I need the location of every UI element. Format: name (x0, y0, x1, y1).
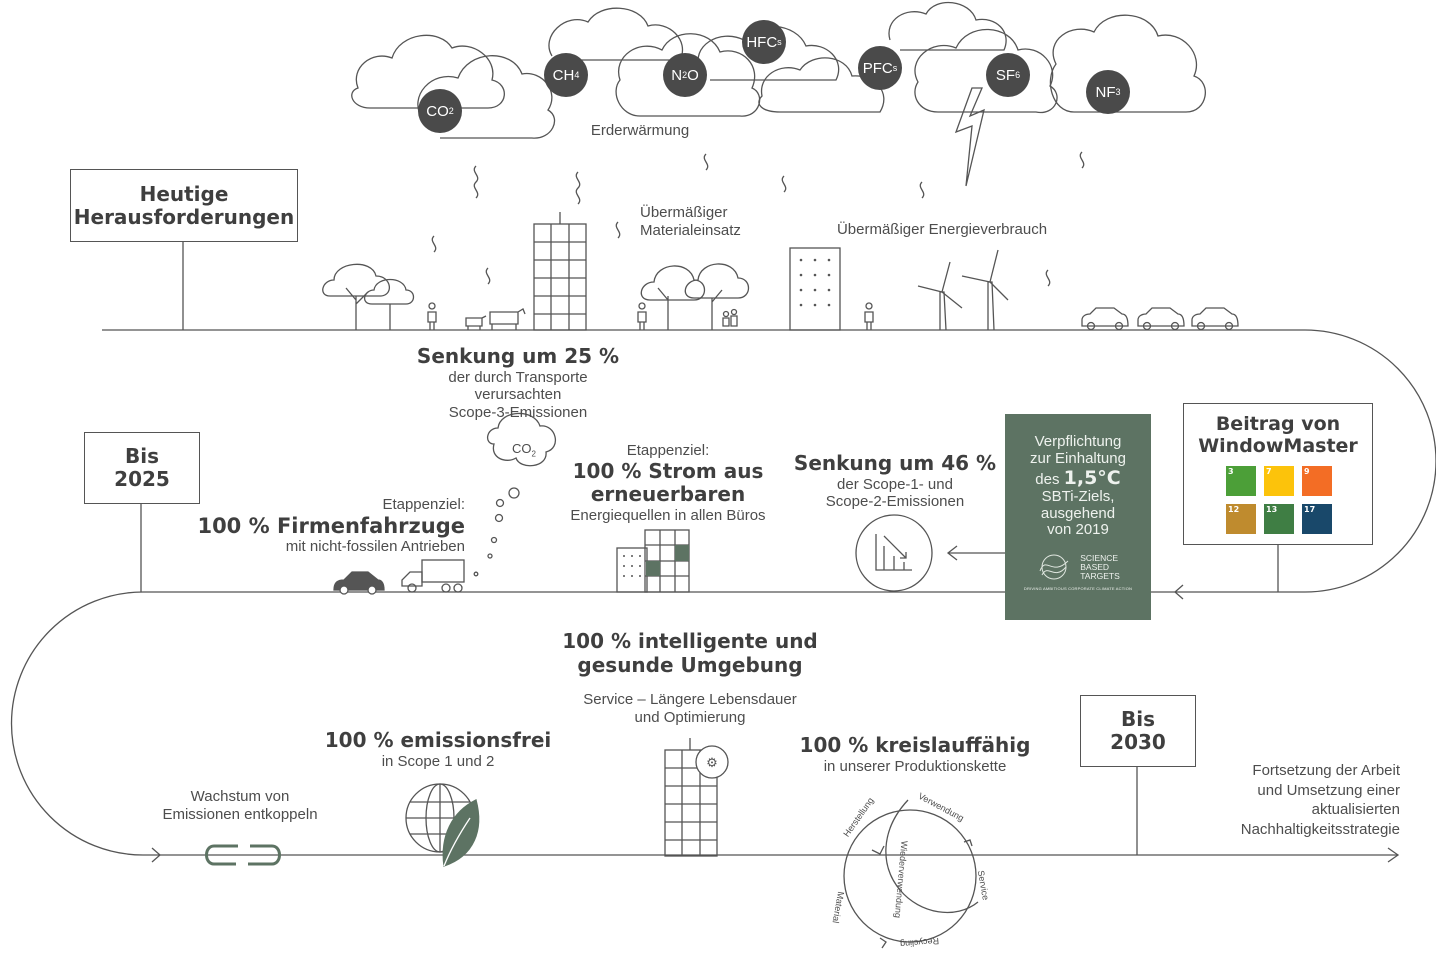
steam-icons (431, 151, 1085, 287)
continue-strategy-label: Fortsetzung der Arbeit und Umsetzung ein… (1240, 762, 1400, 838)
sdg-tile-3: 3 (1226, 466, 1256, 496)
sdg-tile-number: 3 (1228, 467, 1234, 476)
scope12-target: Senkung um 46 % der Scope-1- und Scope-2… (790, 451, 1000, 511)
gear-icon (695, 745, 729, 779)
cloud-icon (351, 1, 1206, 139)
today-box-line1: Heutige (139, 181, 229, 206)
fleet-headline: 100 % Firmenfahrzuge (197, 513, 465, 538)
sdg-tile-number: 9 (1304, 467, 1310, 476)
transport-headline: Senkung um 25 % (416, 344, 620, 368)
global-warming-label: Erderwärmung (590, 122, 690, 139)
start-arrow-icon (151, 847, 161, 863)
smart-environment-target: 100 % intelligente und gesunde Umgebung … (562, 629, 818, 726)
sdg-tile-number: 7 (1266, 467, 1272, 476)
co2-cloud-icon (487, 412, 556, 467)
sbti-commitment-panel: Verpflichtung zur Einhaltung des 1,5°C S… (1005, 414, 1151, 620)
scope12-headline: Senkung um 46 % (793, 451, 997, 475)
car-icons (1081, 307, 1239, 331)
end-arrow-icon (1387, 847, 1400, 863)
emission-free-target: 100 % emissionsfrei in Scope 1 und 2 (318, 728, 558, 770)
sbti-tagline: DRIVING AMBITIOUS CORPORATE CLIMATE ACTI… (1023, 586, 1133, 592)
sbti-logo: SCIENCE BASED TARGETS (1005, 553, 1151, 581)
sdg-tile-9: 9 (1302, 466, 1332, 496)
circular-target: 100 % kreislauffähig in unserer Produkti… (790, 733, 1040, 775)
return-arrow-icon (1174, 584, 1184, 600)
scope-chart-icon (855, 514, 933, 592)
sbti-wave-icon (1039, 554, 1069, 580)
today-challenges-box: Heutige Herausforderungen (70, 169, 298, 242)
company-car-icon (333, 571, 385, 595)
sdg-tile-number: 12 (1228, 505, 1240, 514)
transport-target: Senkung um 25 % der durch Transporte ver… (398, 344, 638, 422)
renewable-power-target: Etappenziel: 100 % Strom aus erneuerbare… (570, 442, 766, 524)
cow-icons (465, 308, 526, 330)
wind-turbine-icons (917, 249, 1009, 331)
sdg-tile-number: 17 (1304, 505, 1316, 514)
truck-icon (401, 559, 465, 593)
chain-link-icon (205, 844, 281, 866)
sdg-tile-17: 17 (1302, 504, 1332, 534)
circular-economy-icon (843, 799, 979, 949)
sdg-tile-number: 13 (1266, 505, 1278, 514)
timeline-path (10, 329, 1436, 856)
tree-icons (322, 263, 750, 330)
fleet-target: Etappenziel: 100 % Firmenfahrzuge mit ni… (180, 496, 465, 556)
sdg-tile-7: 7 (1264, 466, 1294, 496)
energy-label: Übermäßiger Energieverbrauch (836, 221, 1048, 238)
today-box-line2: Herausforderungen (73, 204, 295, 229)
person-icons (427, 302, 874, 330)
co2-emission-label: CO2 (512, 441, 536, 459)
svg-text:⚙: ⚙ (706, 756, 718, 771)
circular-headline: 100 % kreislauffähig (799, 733, 1031, 757)
sdg-tile-12: 12 (1226, 504, 1256, 534)
sdg-tile-13: 13 (1264, 504, 1294, 534)
lightning-icon (954, 87, 985, 187)
emission-free-headline: 100 % emissionsfrei (324, 728, 552, 752)
building-icons (533, 212, 841, 857)
